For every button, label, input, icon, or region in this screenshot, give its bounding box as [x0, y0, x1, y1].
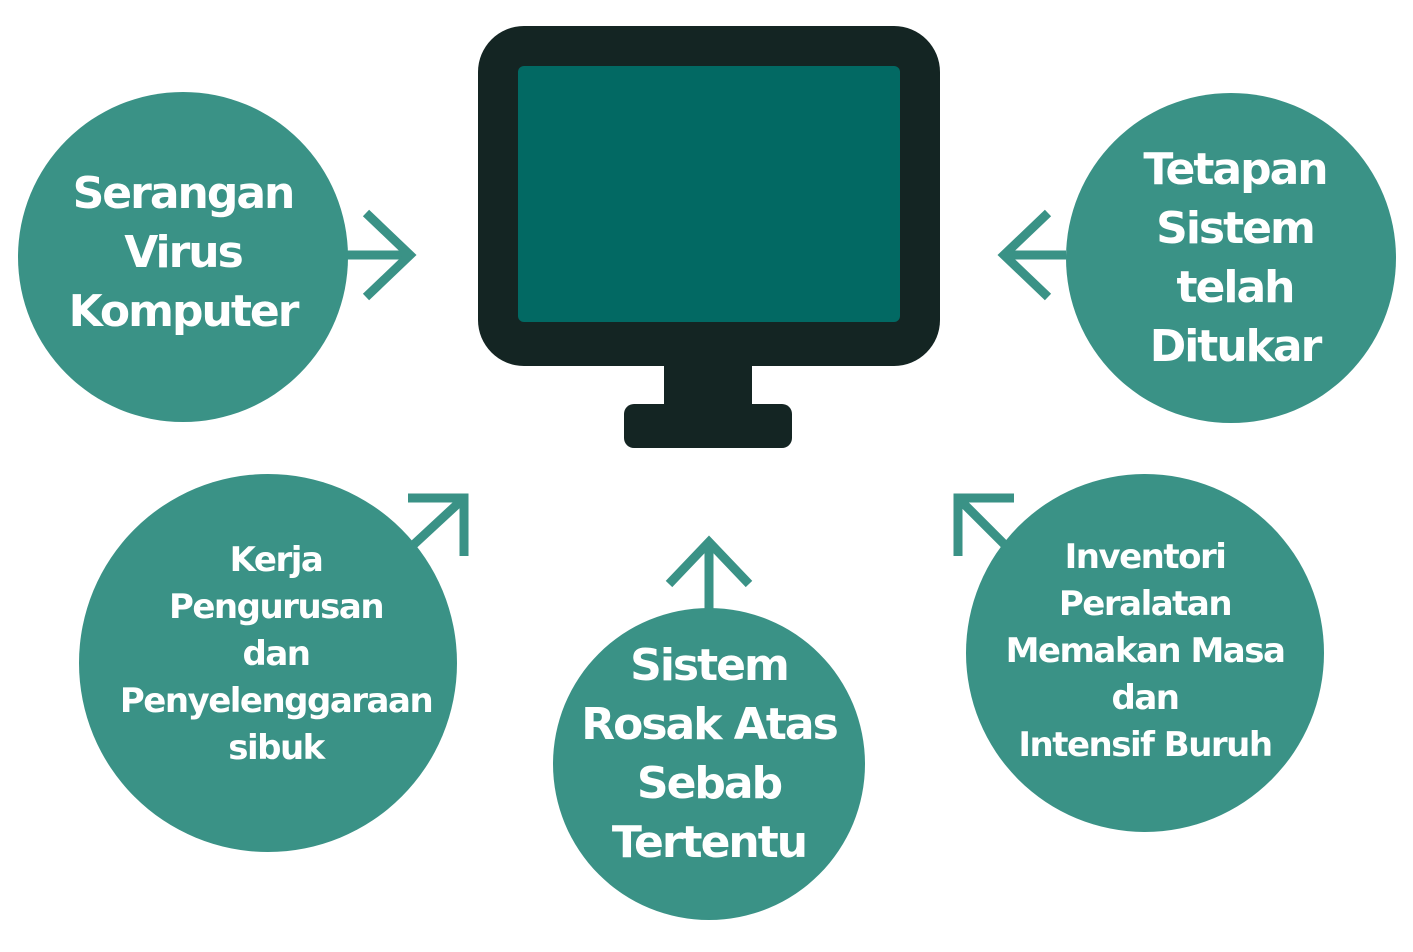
monitor-icon — [478, 26, 940, 448]
cause-inventory-label: Inventori Peralatan Memakan Masa dan Int… — [1005, 536, 1286, 765]
cause-broken-label: Sistem Rosak Atas Sebab Tertentu — [581, 640, 839, 868]
cause-broken-bubble: Sistem Rosak Atas Sebab Tertentu — [553, 608, 865, 920]
monitor-screen — [518, 66, 900, 322]
arrow-broken-to-monitor — [665, 535, 753, 612]
arrow-inventory-to-monitor — [953, 493, 1014, 556]
cause-virus-label: Serangan Virus Komputer — [68, 167, 300, 337]
cause-admin-label: Kerja Pengurusan dan Penyelenggaraan sib… — [119, 539, 434, 768]
arrow-virus-to-monitor — [346, 209, 417, 301]
cause-settings-bubble: Tetapan Sistem telah Ditukar — [1066, 93, 1396, 423]
cause-virus-bubble: Serangan Virus Komputer — [18, 92, 348, 422]
cause-settings-label: Tetapan Sistem telah Ditukar — [1143, 144, 1328, 372]
arrow-settings-to-monitor — [997, 209, 1066, 301]
cause-admin-bubble: Kerja Pengurusan dan Penyelenggaraan sib… — [79, 474, 457, 852]
arrow-admin-to-monitor — [406, 493, 469, 556]
cause-inventory-bubble: Inventori Peralatan Memakan Masa dan Int… — [966, 474, 1324, 832]
